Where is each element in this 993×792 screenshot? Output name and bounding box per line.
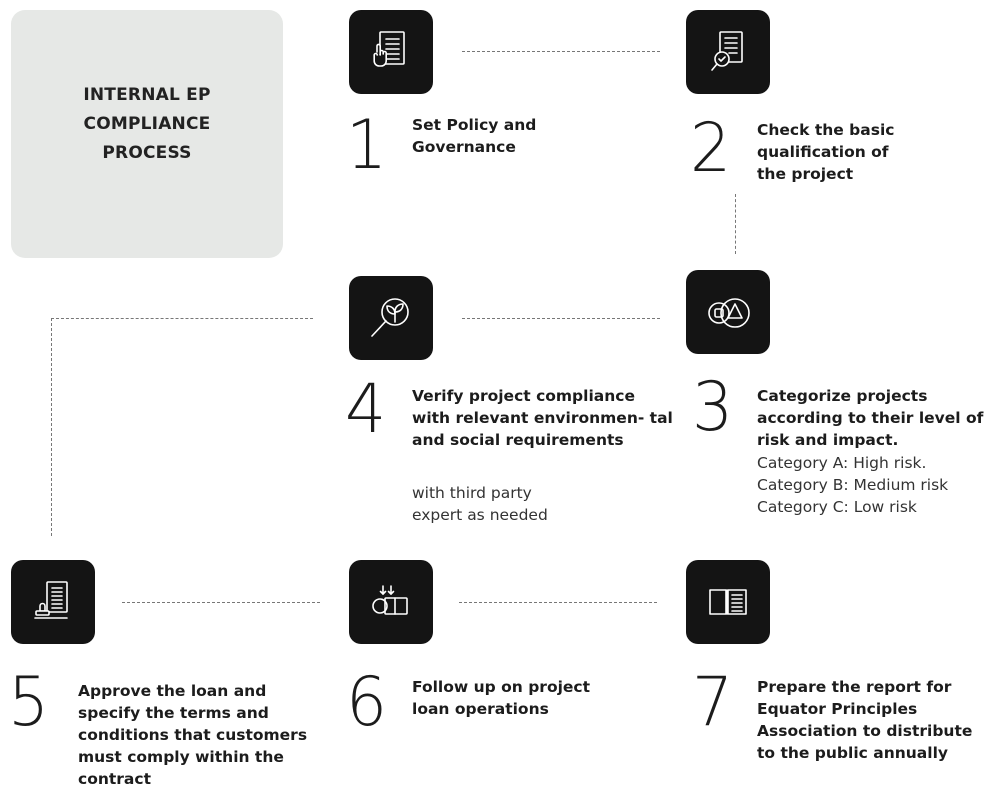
document-hand-icon	[373, 31, 405, 67]
step-4-number: 4	[345, 370, 387, 449]
step-6-text: Follow up on project loan operations	[412, 678, 591, 718]
step-3-category-b: Category B: Medium risk	[757, 476, 949, 494]
stamp-document-icon	[34, 581, 68, 619]
loan-follow-icon	[372, 585, 408, 615]
connector-1-2	[462, 51, 660, 52]
connector-4-5-horizontal	[51, 318, 313, 319]
step-1-text: Set Policy and Governance	[412, 116, 537, 156]
step-3-category-a: Category A: High risk.	[757, 454, 927, 472]
step-5-number: 5	[8, 663, 50, 742]
step-6-number: 6	[346, 663, 388, 742]
step-3-icon-box	[686, 270, 770, 354]
step-3-category-c: Category C: Low risk	[757, 498, 917, 516]
step-7-icon-box	[686, 560, 770, 644]
step-1-icon-box	[349, 10, 433, 94]
step-2-number: 2	[690, 109, 732, 188]
shapes-icon	[708, 298, 750, 328]
step-1-number: 1	[346, 106, 388, 185]
connector-4-5-vertical	[51, 318, 52, 536]
book-icon	[709, 589, 747, 615]
title-panel: INTERNAL EP COMPLIANCE PROCESS	[11, 10, 283, 258]
step-5-text: Approve the loan and specify the terms a…	[78, 682, 308, 788]
step-3-text: Categorize projects according to their l…	[757, 387, 984, 449]
step-5-icon-box	[11, 560, 95, 644]
step-3-number: 3	[692, 368, 734, 447]
step-7-text: Prepare the report for Equator Principle…	[757, 678, 973, 762]
connector-3-4	[462, 318, 660, 319]
step-2-icon-box	[686, 10, 770, 94]
document-check-icon	[711, 31, 743, 71]
step-4-note: with third party expert as needed	[412, 484, 548, 524]
connector-5-6	[122, 602, 320, 603]
leaf-search-icon	[371, 298, 409, 337]
connector-2-3	[735, 194, 736, 254]
connector-6-7	[459, 602, 657, 603]
step-4-icon-box	[349, 276, 433, 360]
step-6-icon-box	[349, 560, 433, 644]
step-7-number: 7	[692, 663, 734, 742]
step-4-text: Verify project compliance with relevant …	[412, 387, 673, 449]
diagram-title: INTERNAL EP COMPLIANCE PROCESS	[83, 84, 211, 163]
step-2-text: Check the basic qualification of the pro…	[757, 121, 895, 183]
